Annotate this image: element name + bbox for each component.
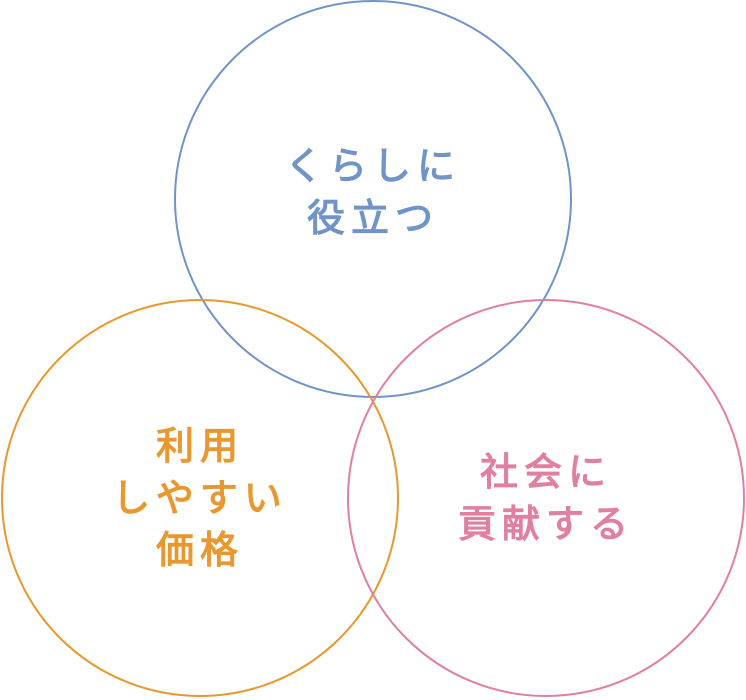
label-line: 役立つ — [306, 196, 439, 240]
circle-right — [347, 299, 745, 697]
label-line: 貢献する — [457, 502, 634, 546]
label-line: 利用 — [155, 424, 244, 468]
label-top: くらしに 役立つ — [223, 140, 523, 244]
circle-left — [1, 299, 399, 697]
label-line: くらしに — [284, 144, 461, 188]
label-left: 利用 しやすい 価格 — [50, 420, 350, 576]
label-line: 価格 — [155, 528, 244, 572]
label-right: 社会に 貢献する — [396, 446, 696, 550]
circle-top — [174, 0, 572, 398]
label-line: しやすい — [112, 476, 288, 520]
label-line: 社会に — [479, 450, 612, 494]
